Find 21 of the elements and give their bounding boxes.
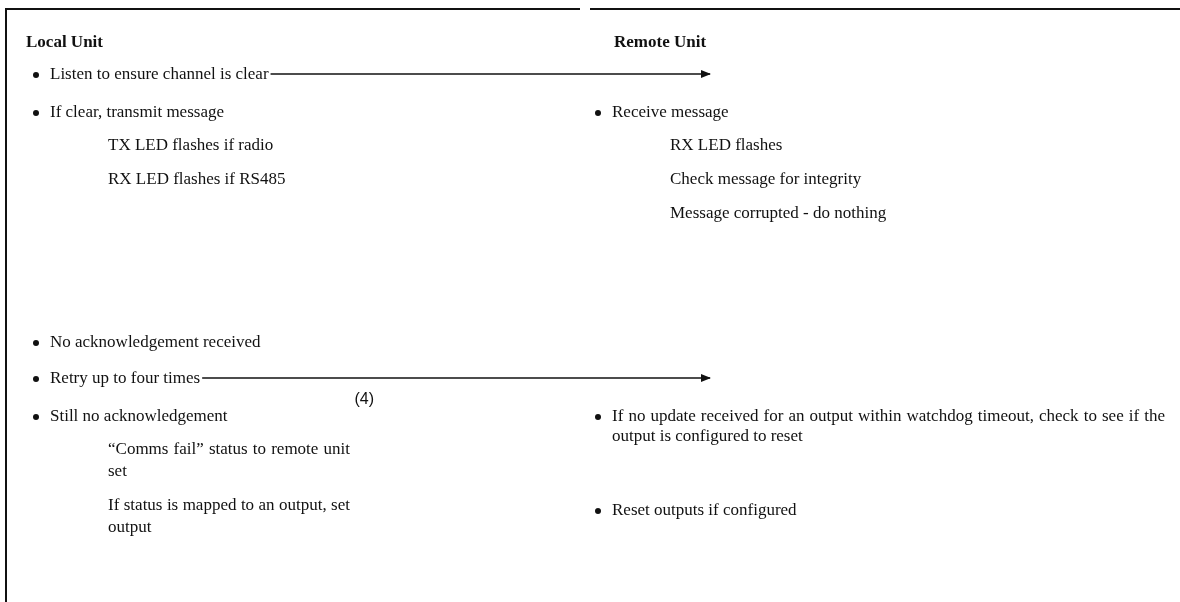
sub-item: RX LED flashes xyxy=(670,134,784,156)
sub-item: Check message for integrity xyxy=(670,168,863,190)
sub-item: Message corrupted - do nothing xyxy=(670,202,888,224)
bullet-item: Reset outputs if configured xyxy=(612,500,798,520)
bullet-item: If clear, transmit message xyxy=(50,102,225,122)
bullet-item: If no update received for an output within watchdog timeout, check to see if the output is configured to reset xyxy=(612,406,1165,446)
arrow xyxy=(269,70,711,78)
column-heading: Remote Unit xyxy=(614,32,707,52)
bullet-item: Listen to ensure channel is clear xyxy=(50,64,269,84)
sub-item: RX LED flashes if RS485 xyxy=(108,168,287,190)
bullet-item: No acknowledgement received xyxy=(50,332,262,352)
table-column xyxy=(5,8,580,602)
bullet-item: Receive message xyxy=(612,102,730,122)
bullet-item: Retry up to four times xyxy=(50,368,201,388)
arrow xyxy=(201,374,711,382)
sub-item: TX LED flashes if radio xyxy=(108,134,275,156)
column-heading: Local Unit xyxy=(26,32,103,52)
edge-label: (4) xyxy=(354,390,375,408)
sub-item: If status is mapped to an output, set output xyxy=(108,494,350,538)
sub-item: “Comms fail” status to remote unit set xyxy=(108,438,350,482)
bullet-item: Still no acknowledgement xyxy=(50,406,229,426)
